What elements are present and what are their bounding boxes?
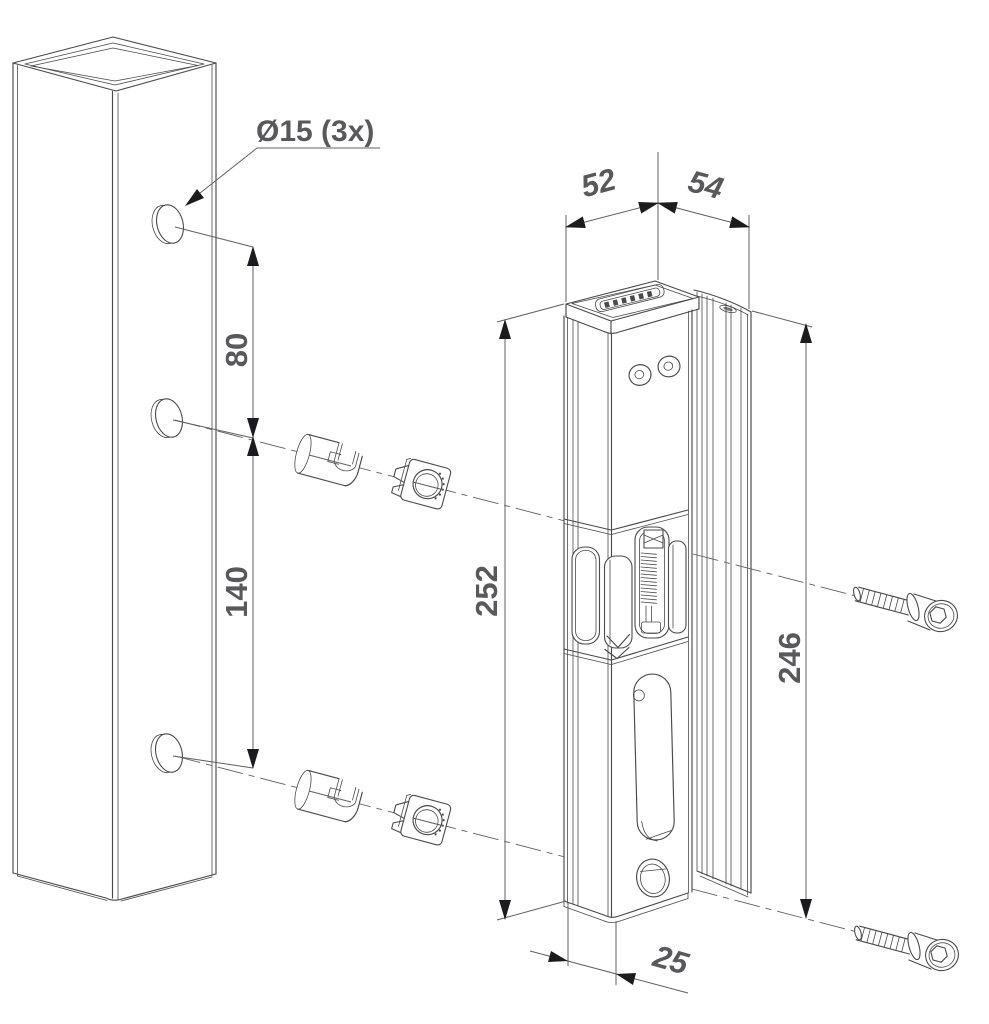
- quick-fix-fastener-top: [388, 454, 453, 511]
- dim-252-label: 252: [469, 565, 504, 617]
- rail-slot-hole: [719, 304, 737, 314]
- dim-80-label: 80: [219, 333, 254, 367]
- dim-25-label: 25: [649, 938, 693, 982]
- dim-140-label: 140: [219, 566, 254, 618]
- latch-keeper-bar: [603, 555, 633, 649]
- mounting-hole-middle: [150, 398, 184, 439]
- dim-52-label: 52: [577, 161, 619, 204]
- svg-text:54: 54: [685, 163, 727, 206]
- svg-text:252: 252: [469, 565, 504, 617]
- callout-arrowhead: [185, 189, 204, 206]
- centerline-middle: [174, 419, 566, 522]
- hole-diameter-label: Ø15 (3x): [256, 115, 374, 148]
- dim-54-label: 54: [685, 163, 727, 206]
- assembly-centerlines: [174, 419, 566, 858]
- face-screw-hole-left: [628, 364, 652, 386]
- spring-coils: [640, 552, 661, 634]
- dim-54-line: [657, 202, 750, 228]
- mounting-profile-rail: [693, 289, 752, 898]
- keeper-mechanism: [571, 526, 687, 649]
- keeper-guide: [667, 540, 687, 634]
- mounting-hole-top: [151, 204, 185, 245]
- centerline-bottom: [174, 755, 566, 858]
- svg-text:246: 246: [772, 632, 807, 684]
- mounting-hole-bottom: [150, 733, 184, 774]
- quick-fix-fastener-bottom: [388, 790, 453, 847]
- face-screw-hole-right: [657, 355, 681, 378]
- body-height-dimension: 252: [469, 303, 567, 921]
- socket-head-screw-top: [851, 585, 962, 636]
- svg-text:80: 80: [219, 333, 254, 367]
- adjustment-slot: [632, 673, 675, 842]
- bottom-fixing-hole: [636, 858, 670, 898]
- strike-lid: [565, 280, 700, 335]
- hole-diameter-callout: Ø15 (3x): [185, 115, 380, 206]
- centerline-overlays: [308, 454, 445, 827]
- hole-spacing-dimensions: 80 140: [172, 226, 259, 769]
- svg-text:25: 25: [649, 938, 693, 982]
- dim-52-line: [565, 201, 659, 229]
- assembly-centerlines-right: [691, 553, 858, 933]
- svg-text:52: 52: [577, 161, 619, 204]
- square-gate-post: [12, 36, 217, 902]
- svg-text:140: 140: [219, 566, 254, 618]
- profile-height-dimension: 246: [751, 310, 813, 919]
- keeper-flap: [571, 546, 601, 645]
- brand-badge: [594, 284, 665, 313]
- dim-246-label: 246: [772, 632, 807, 684]
- strike-body: [563, 280, 700, 924]
- socket-head-screw-bottom: [852, 924, 963, 975]
